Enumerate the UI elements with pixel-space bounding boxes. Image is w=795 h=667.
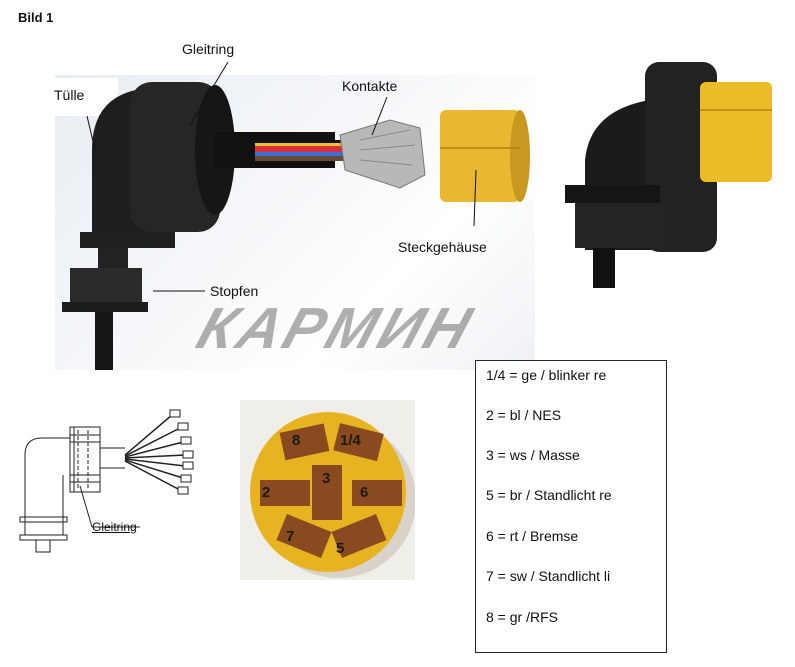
pin-face-photo: 8 1/4 2 3 6 7 5 <box>240 400 415 580</box>
pin-face-illustration <box>250 412 415 578</box>
pin-label-6: 6 <box>360 484 369 501</box>
pin-label-7: 7 <box>286 528 295 545</box>
connector-photo-illustration <box>62 61 772 370</box>
pin-label-3: 3 <box>322 470 331 487</box>
legend-item: 1/4 = ge / blinker re <box>486 367 607 383</box>
pin-assignment-legend: 1/4 = ge / blinker re 2 = bl / NES 3 = w… <box>475 360 667 653</box>
label-kontakte: Kontakte <box>342 78 398 94</box>
pin-label-2: 2 <box>262 484 271 501</box>
legend-item: 7 = sw / Standlicht li <box>486 568 611 584</box>
legend-item: 6 = rt / Bremse <box>486 528 579 544</box>
figure-title: Bild 1 <box>18 10 54 25</box>
connector-line-drawing <box>19 409 194 553</box>
label-stopfen: Stopfen <box>210 283 259 299</box>
drawing-label-gleitring: Gleitring <box>92 520 137 534</box>
legend-item: 8 = gr /RFS <box>486 609 558 625</box>
watermark: КАРМИН <box>189 296 483 361</box>
pin-label-5: 5 <box>336 540 345 557</box>
label-steckgehaeuse: Steckgehäuse <box>398 239 487 255</box>
pin-label-1-4: 1/4 <box>340 432 361 449</box>
legend-item: 3 = ws / Masse <box>486 447 580 463</box>
label-gleitring: Gleitring <box>182 41 235 57</box>
label-tuelle: Tülle <box>54 87 85 103</box>
legend-item: 2 = bl / NES <box>486 407 562 423</box>
pin-label-8: 8 <box>292 432 301 449</box>
legend-item: 5 = br / Standlicht re <box>486 487 612 503</box>
